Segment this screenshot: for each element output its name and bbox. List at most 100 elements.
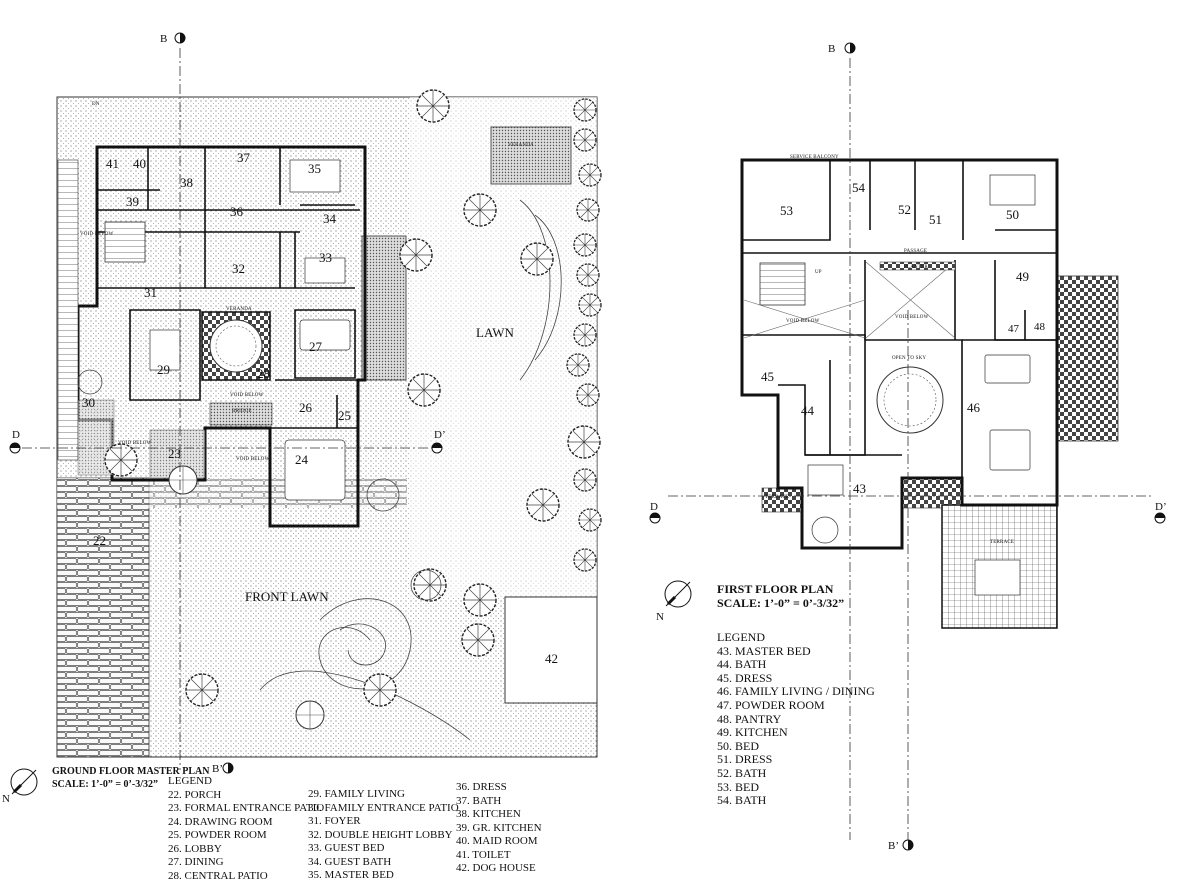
- lawn-label: LAWN: [476, 325, 515, 340]
- room-53: 53: [780, 203, 793, 218]
- gf-legend-col1: LEGEND 22. PORCH 23. FORMAL ENTRANCE PAT…: [168, 775, 324, 883]
- room-26: 26: [299, 400, 313, 415]
- room-54: 54: [852, 180, 866, 195]
- gf-legend-item: 41. TOILET: [456, 849, 542, 863]
- bridge-label: BRIDGE: [232, 409, 252, 414]
- room-29: 29: [157, 362, 170, 377]
- section-d-gf: D: [12, 429, 20, 441]
- ff-legend-item: 49. KITCHEN: [717, 726, 875, 740]
- gf-legend-item: 23. FORMAL ENTRANCE PATIO: [168, 802, 324, 816]
- passage-label: PASSAGE: [904, 249, 927, 254]
- gf-legend-item: 33. GUEST BED: [308, 842, 459, 856]
- gf-legend-item: 22. PORCH: [168, 789, 324, 803]
- gf-legend-item: 26. LOBBY: [168, 843, 324, 857]
- north-label-gf: N: [2, 793, 10, 805]
- gf-legend-item: 39. GR. KITCHEN: [456, 822, 542, 836]
- section-d-prime-ff: D’: [1155, 501, 1167, 513]
- veranda-label: VERANDA: [226, 307, 252, 312]
- ff-legend-item: 46. FAMILY LIVING / DINING: [717, 685, 875, 699]
- terrace-label: TERRACE: [990, 540, 1014, 545]
- ff-void-below-1: VOID BELOW: [786, 319, 820, 324]
- room-52: 52: [898, 202, 911, 217]
- room-48: 48: [1034, 321, 1046, 333]
- room-44: 44: [801, 403, 815, 418]
- room-31: 31: [144, 285, 157, 300]
- room-51: 51: [929, 212, 942, 227]
- room-32: 32: [232, 261, 245, 276]
- section-b-top-ff: B: [828, 43, 835, 55]
- room-43: 43: [853, 481, 866, 496]
- ff-legend-item: 47. POWDER ROOM: [717, 699, 875, 713]
- section-b-prime-ff: B’: [888, 840, 899, 852]
- void-below-label-2: VOID BELOW: [118, 441, 152, 446]
- section-d-prime-gf: D’: [434, 429, 446, 441]
- gf-legend-item: 24. DRAWING ROOM: [168, 816, 324, 830]
- void-below-label-4: VOID BELOW: [80, 232, 114, 237]
- gf-legend-item: 30. FAMILY ENTRANCE PATIO: [308, 802, 459, 816]
- gf-legend-col3: 36. DRESS 37. BATH 38. KITCHEN 39. GR. K…: [456, 781, 542, 876]
- ff-legend-item: 53. BED: [717, 781, 875, 795]
- service-balcony-label: SERVICE BALCONY: [790, 155, 839, 160]
- room-50: 50: [1006, 207, 1019, 222]
- section-b-prime-gf: B’: [212, 763, 223, 775]
- ff-title: FIRST FLOOR PLAN: [717, 582, 834, 596]
- planter-label: PLANTER: [904, 265, 928, 270]
- room-38: 38: [180, 175, 193, 190]
- north-arrow-ff: N: [656, 581, 691, 623]
- room-36: 36: [230, 204, 244, 219]
- front-lawn-label: FRONT LAWN: [245, 589, 329, 604]
- gf-legend-item: 40. MAID ROOM: [456, 835, 542, 849]
- gf-legend-heading: LEGEND: [168, 775, 324, 789]
- room-40: 40: [133, 156, 146, 171]
- gf-legend-item: 37. BATH: [456, 795, 542, 809]
- room-37: 37: [237, 150, 251, 165]
- first-floor-plan: 43 44 45 46 47 48 49 50 51 52 53 54 SERV…: [742, 155, 1118, 628]
- gf-legend-item: 31. FOYER: [308, 815, 459, 829]
- void-below-label-1: VOID BELOW: [230, 393, 264, 398]
- room-24: 24: [295, 452, 309, 467]
- ff-legend-item: 52. BATH: [717, 767, 875, 781]
- gf-legend-item: 28. CENTRAL PATIO: [168, 870, 324, 883]
- ff-legend-item: 48. PANTRY: [717, 713, 875, 727]
- room-35: 35: [308, 161, 321, 176]
- north-label-ff: N: [656, 611, 664, 623]
- room-30: 30: [82, 395, 95, 410]
- room-46: 46: [967, 400, 981, 415]
- room-34: 34: [323, 211, 337, 226]
- room-47: 47: [1008, 323, 1020, 335]
- ff-void-below-2: VOID BELOW: [895, 315, 929, 320]
- room-33: 33: [319, 250, 332, 265]
- room-25: 25: [338, 408, 351, 423]
- section-b-top-gf: B: [160, 33, 167, 45]
- room-45: 45: [761, 369, 774, 384]
- ff-legend-item: 44. BATH: [717, 658, 875, 672]
- north-arrow-gf: N: [2, 769, 37, 805]
- gf-legend-item: 27. DINING: [168, 856, 324, 870]
- ff-legend-heading: LEGEND: [717, 631, 875, 645]
- ff-legend-item: 45. DRESS: [717, 672, 875, 686]
- gf-legend-item: 25. POWDER ROOM: [168, 829, 324, 843]
- gf-legend-item: 35. MASTER BED: [308, 869, 459, 883]
- room-42: 42: [545, 651, 558, 666]
- gf-legend-item: 34. GUEST BATH: [308, 856, 459, 870]
- section-d-ff: D: [650, 501, 658, 513]
- room-28: 28: [257, 366, 270, 381]
- ff-legend-item: 51. DRESS: [717, 753, 875, 767]
- ff-legend-item: 54. BATH: [717, 794, 875, 808]
- room-41: 41: [106, 156, 119, 171]
- gf-legend-item: 38. KITCHEN: [456, 808, 542, 822]
- gf-legend-item: 29. FAMILY LIVING: [308, 788, 459, 802]
- gazebo-veranda-label: VERANDA: [508, 143, 534, 148]
- room-27: 27: [309, 339, 323, 354]
- gf-legend-item: 32. DOUBLE HEIGHT LOBBY: [308, 829, 459, 843]
- ff-legend-item: 50. BED: [717, 740, 875, 754]
- gf-scale: SCALE: 1’-0” = 0’-3/32”: [52, 779, 158, 790]
- void-below-label-3: VOID BELOW: [236, 457, 270, 462]
- ff-legend: LEGEND 43. MASTER BED 44. BATH 45. DRESS…: [717, 631, 875, 808]
- room-49: 49: [1016, 269, 1029, 284]
- gf-legend-col2: 29. FAMILY LIVING 30. FAMILY ENTRANCE PA…: [308, 788, 459, 883]
- dn-label: DN: [92, 102, 100, 107]
- ground-floor-plan: 22 23 24 25 26 27 28 29 30 31 32 33 34 3…: [57, 90, 601, 757]
- ff-legend-item: 43. MASTER BED: [717, 645, 875, 659]
